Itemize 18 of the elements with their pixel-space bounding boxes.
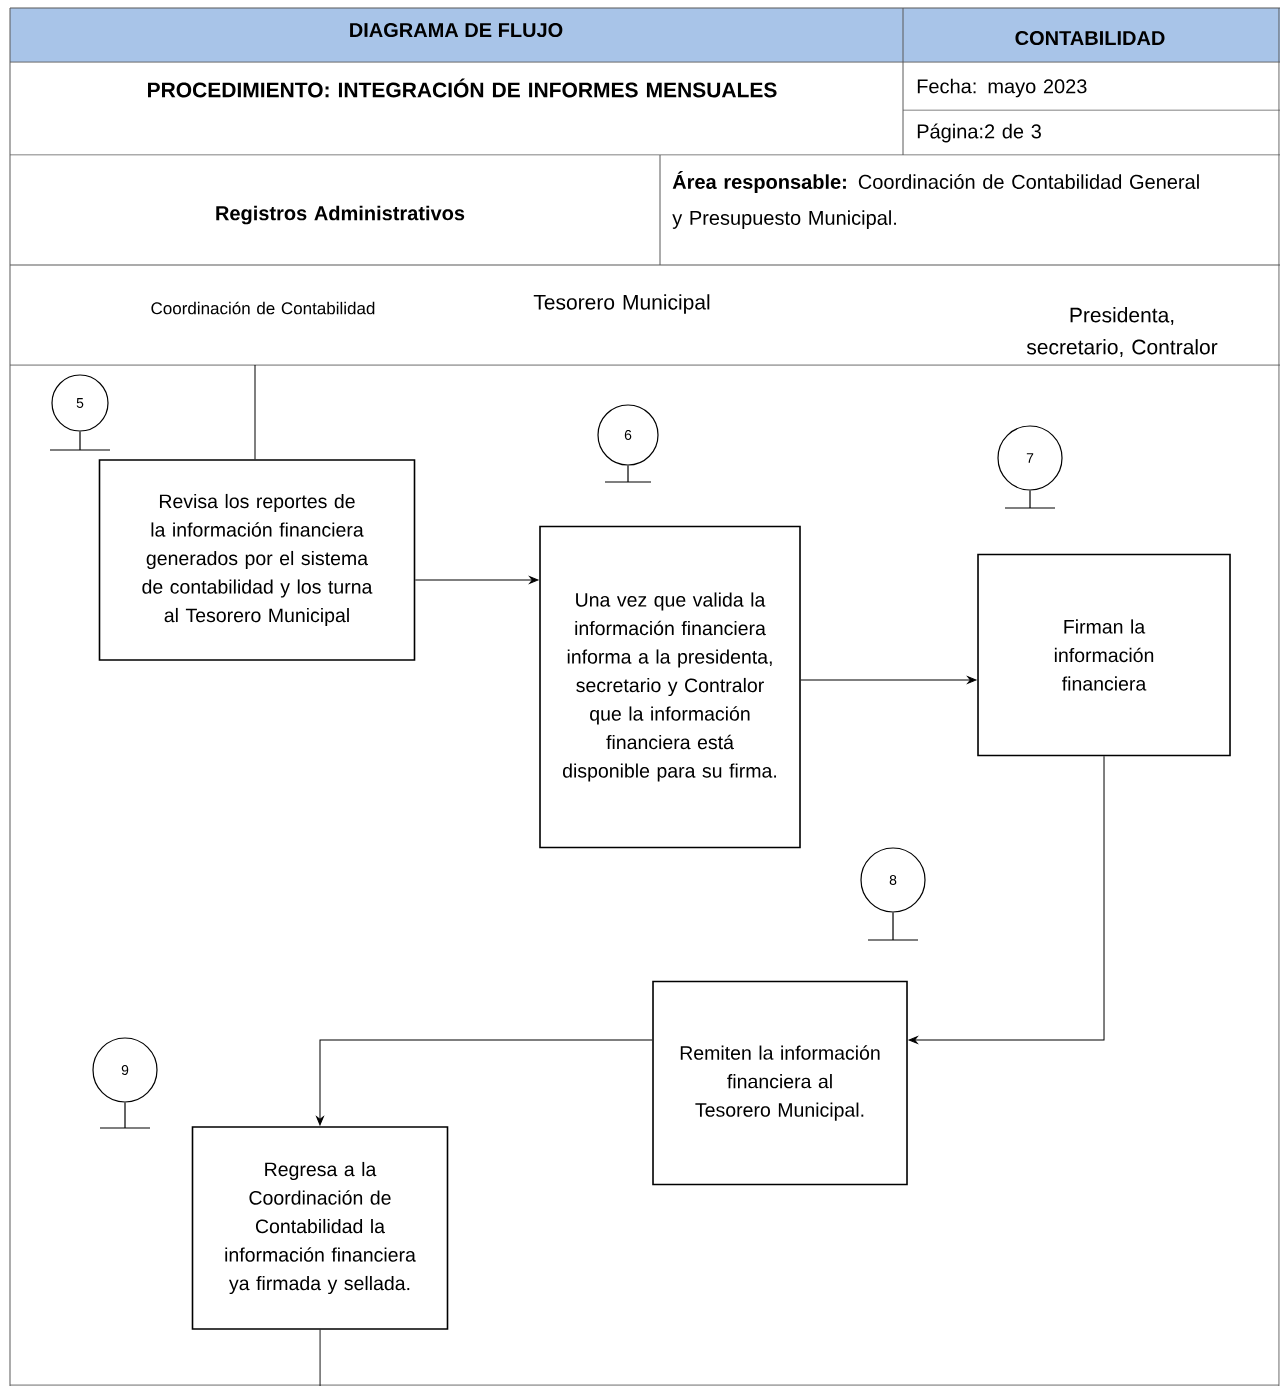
page-number: Página:2 de 3 xyxy=(917,123,1041,143)
procedure-title: PROCEDIMIENTO: INTEGRACIÓN DE INFORMES MENSUALES xyxy=(148,78,777,98)
process-box: Firman la información financiera xyxy=(977,553,1231,757)
lane-header: Tesorero Municipal xyxy=(533,294,710,314)
section-name: Registros Administrativos xyxy=(216,205,465,225)
arrow xyxy=(414,576,539,584)
process-box: Remiten la información financiera al Tesorero Municipal. xyxy=(652,980,908,1186)
arrow xyxy=(316,1039,653,1126)
responsible-area: Área responsable: Coordinación de Contabilidad General y Presupuesto Municipal. xyxy=(672,171,1199,229)
arrow xyxy=(800,676,977,684)
process-box: Revisa los reportes de la información financiera generados por el sistema de contabilidad y los turna al Tesorero Municipal xyxy=(98,459,416,661)
header-cell: CONTABILIDAD xyxy=(1015,30,1165,46)
lane-header: Presidenta, secretario, Contralor xyxy=(1026,307,1218,357)
process-box: Regresa a la Coordinación de Contabilidad la información financiera ya firmada y sellada. xyxy=(191,1126,449,1330)
lane-header: Coordinación de Contabilidad xyxy=(151,301,375,315)
date-text: Fecha: mayo 2023 xyxy=(917,78,1087,98)
process-box: Una vez que valida la información financiera informa a la presidenta, secretario y Contralor que la información financiera está disponible para su firma. xyxy=(539,525,801,849)
arrow xyxy=(908,755,1105,1044)
